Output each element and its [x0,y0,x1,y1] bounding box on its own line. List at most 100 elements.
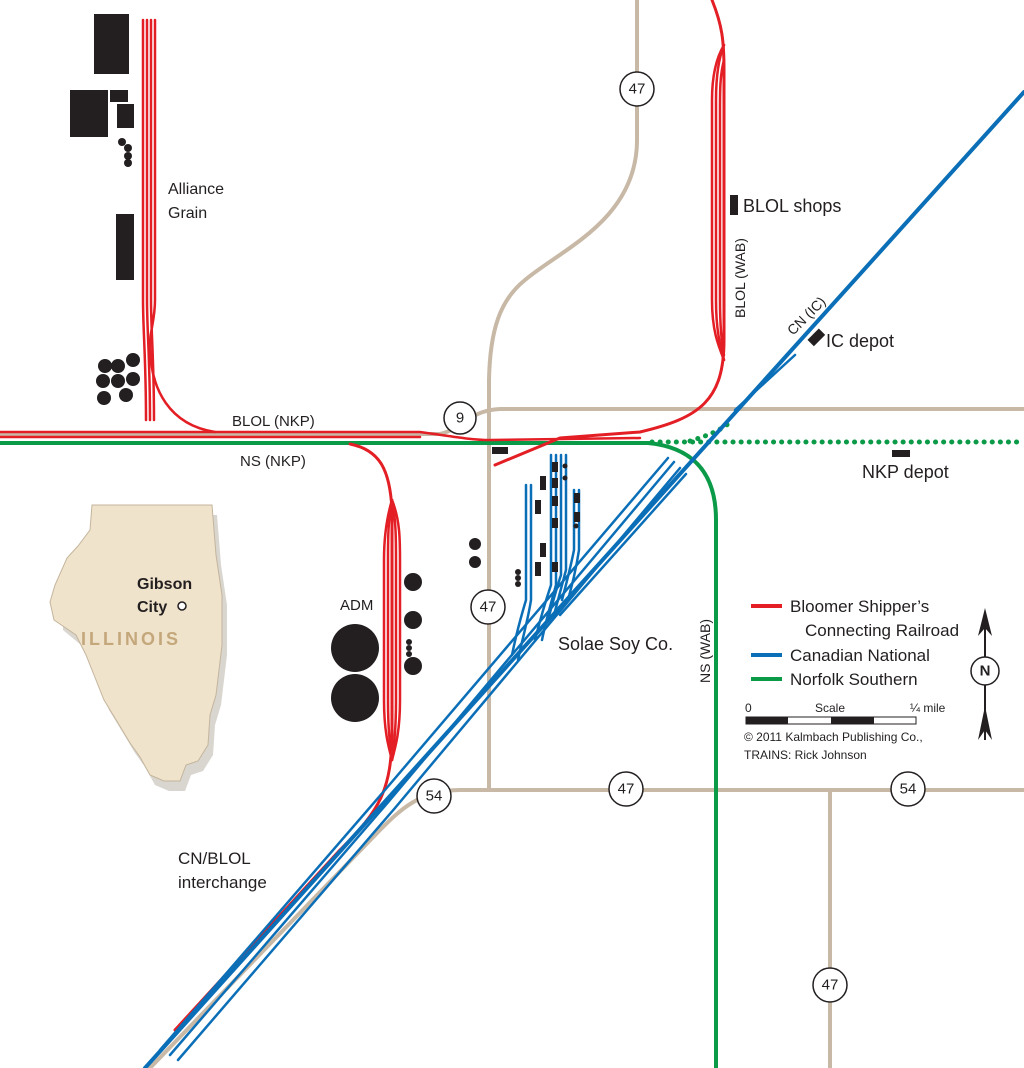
blol-small-building [492,447,508,454]
structures [70,14,910,722]
solae-car-6 [552,478,558,488]
adm-label: ADM [340,597,373,614]
blol-shops-label: BLOL shops [743,196,841,216]
highway-47-junction-shield: 47 [608,771,644,807]
svg-text:47: 47 [629,81,646,98]
alliance-bin-1 [126,353,140,367]
solae-yard-track-4 [558,472,688,617]
alliance-bin-6 [96,374,110,388]
scale-mid-label: Scale [815,701,845,715]
solae-bin-1 [469,538,481,550]
alliance-bin-7 [119,388,133,402]
solae-spur-b [516,483,533,662]
norfolk-southern-lines [0,421,1024,1068]
legend: Bloomer Shipper’s Connecting Railroad Ca… [744,597,1000,762]
scale-start-label: 0 [745,701,752,715]
alliance-siding-4 [148,18,157,347]
adm-tank-2 [331,674,379,722]
solae-small-5 [562,475,568,481]
solae-small-6 [573,523,579,529]
alliance-building-3 [110,90,128,102]
alliance-grain-label-2: Grain [168,205,207,222]
legend-label-blol-2: Connecting Railroad [805,621,959,640]
north-arrow-icon: N [970,608,1000,740]
alliance-bin-3 [98,359,112,373]
alliance-bin-small-4 [124,159,132,167]
solae-car-8 [552,518,558,528]
blol-nkp-label: BLOL (NKP) [232,413,315,430]
alliance-bin-small-1 [118,138,126,146]
alliance-building-5 [116,214,134,280]
solae-small-2 [515,575,521,581]
alliance-bin-2 [111,359,125,373]
solae-small-4 [562,463,568,469]
solae-yard-track-3 [176,466,682,1062]
blol-wab-label: BLOL (WAB) [732,238,748,318]
blol-lines [0,0,726,1032]
adm-small-1 [406,639,412,645]
ic-depot-building [807,328,826,347]
alliance-lead-curve [148,343,217,434]
adm-small-3 [406,651,412,657]
ic-depot-label: IC depot [826,331,894,351]
highway-shields: 47 9 47 54 47 54 47 [416,71,926,1003]
svg-text:47: 47 [822,977,839,994]
alliance-bin-small-3 [124,152,132,160]
adm-siding-4 [390,498,402,762]
gibson-city-label-2: City [137,599,167,616]
highway-47-mid-shield: 47 [470,589,506,625]
nkp-depot-building [892,450,910,457]
adm-siding-1 [382,498,394,762]
alliance-siding-3 [149,18,156,422]
adm-siding-3 [390,498,398,762]
ns-nkp-label: NS (NKP) [240,453,306,470]
solae-car-3 [540,543,546,557]
solae-car-9 [552,562,558,572]
interchange-label-2: interchange [178,873,267,892]
solae-spur-g [560,488,576,602]
svg-text:9: 9 [456,410,464,427]
alliance-building-2 [70,90,108,137]
alliance-bin-4 [126,372,140,386]
blol-wab-siding-3 [718,58,726,357]
svg-text:54: 54 [426,788,443,805]
highway-47-north-shield: 47 [619,71,655,107]
scale-bar [745,716,917,725]
highway-54-road [148,788,1024,1068]
solae-bin-2 [469,556,481,568]
blol-wab-siding-2 [714,43,726,362]
highway-47-north-road [487,0,639,792]
legend-label-cn: Canadian National [790,646,930,665]
alliance-bin-8 [97,391,111,405]
highway-47-south-shield: 47 [812,967,848,1003]
solae-spur-h [566,488,581,602]
alliance-siding-2 [145,18,152,422]
gibson-city-dot [177,601,187,611]
nkp-depot-label: NKP depot [862,462,949,482]
alliance-building-1 [94,14,129,74]
blol-shops-building [730,195,738,215]
highway-9-shield: 9 [443,401,477,435]
credit-line-2: TRAINS: Rick Johnson [744,748,867,762]
gibson-city-label-1: Gibson [137,576,192,593]
solae-car-1 [540,476,546,490]
svg-text:47: 47 [618,781,635,798]
solae-spur-e [546,453,563,622]
svg-text:47: 47 [480,599,497,616]
highway-54-east-shield: 54 [890,771,926,807]
alliance-bin-small-2 [124,144,132,152]
solae-car-2 [535,500,541,514]
solae-car-5 [552,462,558,472]
alliance-bin-5 [111,374,125,388]
legend-label-blol-1: Bloomer Shipper’s [790,597,929,616]
blol-wab-main [493,0,726,467]
svg-text:N: N [980,663,991,680]
solae-spur-f [552,453,568,617]
labels: Alliance Grain BLOL shops IC depot NKP d… [168,181,949,892]
adm-bin-2 [404,611,422,629]
solae-small-1 [515,569,521,575]
credit-line-1: © 2011 Kalmbach Publishing Co., [744,730,923,744]
solae-spur-c [533,453,553,642]
solae-small-3 [515,581,521,587]
